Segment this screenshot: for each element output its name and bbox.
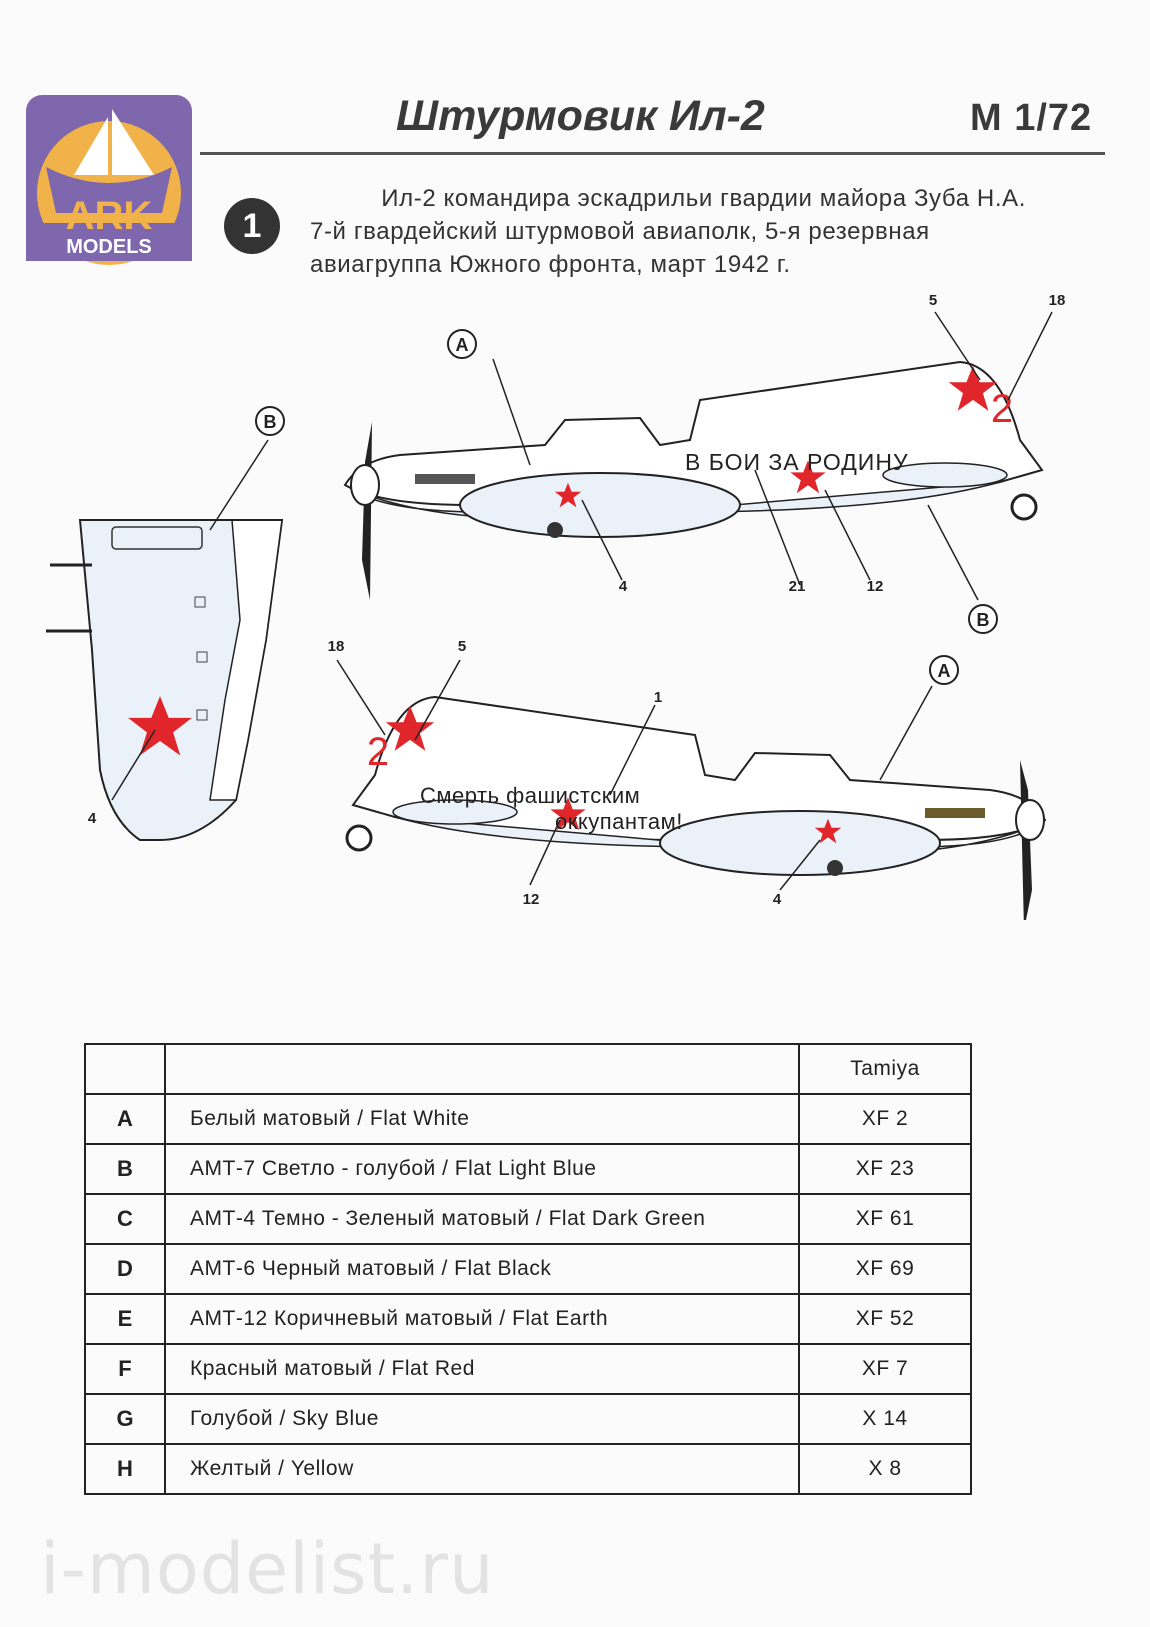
slogan-right-side: В БОИ ЗА РОДИНУ — [685, 449, 909, 475]
logo-brand-top: ARK — [66, 194, 153, 238]
paint-name: АМТ-6 Черный матовый / Flat Black — [164, 1243, 800, 1295]
tamiya-code: XF 7 — [798, 1343, 972, 1395]
paint-reference-table: Tamiya A Белый матовый / Flat White XF 2… — [84, 1043, 972, 1495]
table-row: A Белый матовый / Flat White XF 2 — [84, 1093, 972, 1145]
paint-code: D — [84, 1243, 166, 1295]
description-line-2: 7-й гвардейский штурмовой авиаполк, 5-я … — [310, 218, 930, 245]
callout-a-left: A — [938, 661, 951, 681]
painting-scheme-drawings: B 4 2 В БОИ ЗА РОДИНУ A B 5 18 4 21 12 — [46, 292, 1066, 920]
description-line-3: авиагруппа Южного фронта, март 1942 г. — [310, 251, 791, 278]
header-divider — [200, 152, 1105, 155]
paint-name: Голубой / Sky Blue — [164, 1393, 800, 1445]
callout-a-right: A — [456, 335, 469, 355]
table-header-row: Tamiya — [84, 1043, 972, 1095]
table-row: H Желтый / Yellow X 8 — [84, 1443, 972, 1495]
paint-name: АМТ-12 Коричневый матовый / Flat Earth — [164, 1293, 800, 1345]
header-name — [164, 1043, 800, 1095]
paint-code: G — [84, 1393, 166, 1445]
paint-name: Белый матовый / Flat White — [164, 1093, 800, 1145]
paint-name: Желтый / Yellow — [164, 1443, 800, 1495]
registered-mark: ® — [172, 106, 184, 123]
tamiya-code: XF 61 — [798, 1193, 972, 1245]
decal-label-1-left: 1 — [654, 689, 662, 706]
wing-plan-view: B 4 — [46, 406, 285, 841]
tail-number-left: 2 — [367, 730, 389, 774]
callout-b-wing: B — [264, 412, 277, 432]
tamiya-code: XF 52 — [798, 1293, 972, 1345]
scheme-description: Ил-2 командира эскадрильи гвардии майора… — [310, 182, 1030, 281]
decal-label-5-left: 5 — [458, 638, 466, 655]
paint-code: B — [84, 1143, 166, 1195]
table-row: B АМТ-7 Светло - голубой / Flat Light Bl… — [84, 1143, 972, 1195]
decal-label-21-right: 21 — [789, 578, 806, 595]
table-row: F Красный матовый / Flat Red XF 7 — [84, 1343, 972, 1395]
paint-code: H — [84, 1443, 166, 1495]
ark-models-logo: ARK MODELS ® — [26, 95, 192, 265]
paint-code: A — [84, 1093, 166, 1145]
tail-number-right: 2 — [991, 387, 1013, 431]
table-row: D АМТ-6 Черный матовый / Flat Black XF 6… — [84, 1243, 972, 1295]
tamiya-code: X 14 — [798, 1393, 972, 1445]
scale-label: M 1/72 — [970, 97, 1093, 139]
header-code — [84, 1043, 166, 1095]
paint-code: F — [84, 1343, 166, 1395]
tamiya-code: XF 2 — [798, 1093, 972, 1145]
paint-name: Красный матовый / Flat Red — [164, 1343, 800, 1395]
decal-label-18-left: 18 — [328, 638, 345, 655]
logo-brand-bottom: MODELS — [66, 236, 152, 258]
decal-label-4-left: 4 — [773, 891, 782, 908]
slogan-left-side-1: Смерть фашистским — [420, 783, 640, 808]
table-row: E АМТ-12 Коричневый матовый / Flat Earth… — [84, 1293, 972, 1345]
decal-label-4-right: 4 — [619, 578, 628, 595]
header-tamiya: Tamiya — [798, 1043, 972, 1095]
decal-label-4-wing: 4 — [88, 810, 97, 827]
profile-right-side: 2 В БОИ ЗА РОДИНУ A B 5 18 4 21 12 — [343, 292, 1066, 634]
callout-b-right: B — [977, 610, 990, 630]
site-watermark: i-modelist.ru — [40, 1528, 495, 1610]
decal-label-18-right: 18 — [1049, 292, 1066, 309]
decal-label-5-right: 5 — [929, 292, 937, 309]
page-title: Штурмовик Ил-2 — [396, 92, 765, 140]
scheme-number-badge: 1 — [224, 198, 280, 254]
paint-code: C — [84, 1193, 166, 1245]
description-line-1: Ил-2 командира эскадрильи гвардии майора… — [381, 185, 1026, 212]
decal-label-12-right: 12 — [867, 578, 884, 595]
decal-label-12-left: 12 — [523, 891, 540, 908]
tamiya-code: XF 23 — [798, 1143, 972, 1195]
tamiya-code: X 8 — [798, 1443, 972, 1495]
profile-left-side: 2 Смерть фашистским оккупантам! A 18 5 1… — [328, 638, 1047, 920]
paint-name: АМТ-4 Темно - Зеленый матовый / Flat Dar… — [164, 1193, 800, 1245]
tamiya-code: XF 69 — [798, 1243, 972, 1295]
paint-code: E — [84, 1293, 166, 1345]
slogan-left-side-2: оккупантам! — [555, 809, 683, 834]
table-row: G Голубой / Sky Blue X 14 — [84, 1393, 972, 1445]
paint-name: АМТ-7 Светло - голубой / Flat Light Blue — [164, 1143, 800, 1195]
table-row: C АМТ-4 Темно - Зеленый матовый / Flat D… — [84, 1193, 972, 1245]
